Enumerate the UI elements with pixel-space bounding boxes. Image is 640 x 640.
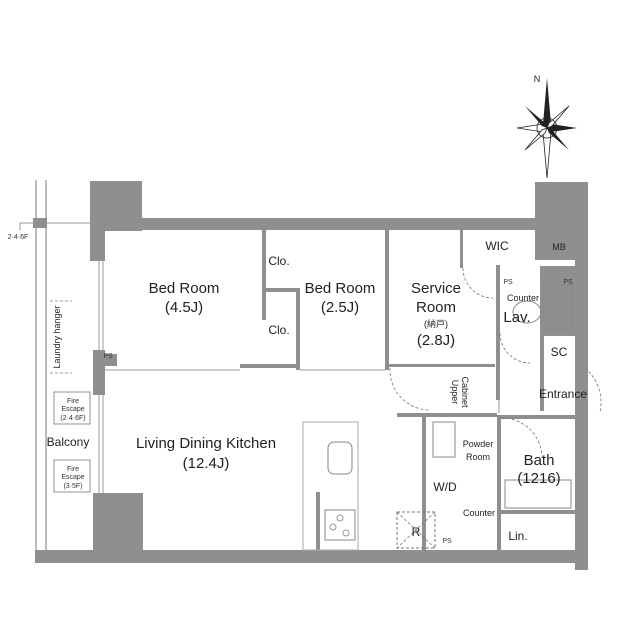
mb-label: MB	[552, 242, 566, 252]
upper-cabinet-label-1: Upper	[450, 380, 460, 405]
north-label: N	[534, 74, 541, 84]
walls	[35, 181, 588, 570]
svg-text:Escape: Escape	[61, 406, 84, 413]
fixtures	[302, 267, 602, 551]
entrance-label: Entrance	[539, 387, 587, 401]
balcony-label: Balcony	[47, 435, 90, 449]
ps-label-2: PS	[563, 279, 573, 286]
wd-label: W/D	[433, 480, 457, 494]
floor-note: 2·4·6F	[8, 234, 29, 241]
refrigerator-label: R	[412, 525, 421, 539]
svg-text:(3·5F): (3·5F)	[63, 483, 82, 490]
upper-cabinet-label-2: Cabinet	[460, 376, 470, 408]
fire-escape-upper: Fire Escape (2·4·6F)	[53, 391, 91, 425]
bed-room-1-size: (4.5J)	[165, 299, 203, 316]
service-room-label-2: Room	[416, 299, 456, 316]
service-room-note: (納戸)	[424, 318, 448, 329]
closet-2-label: Clo.	[268, 323, 289, 337]
ldk-size: (12.4J)	[183, 455, 230, 472]
bed-room-2-label: Bed Room	[305, 280, 376, 297]
svg-text:Fire: Fire	[67, 398, 79, 405]
fire-escape-lower: Fire Escape (3·5F)	[53, 459, 91, 493]
ps-label-3: PS	[103, 353, 113, 360]
powder-room-label-1: Powder	[463, 439, 494, 449]
counter-label-2: Counter	[463, 508, 495, 518]
powder-room-label-2: Room	[466, 452, 490, 462]
lav-label: Lav.	[503, 309, 530, 326]
ldk-label: Living Dining Kitchen	[136, 435, 276, 452]
svg-text:Escape: Escape	[61, 474, 84, 481]
bath-size: (1216)	[517, 470, 560, 487]
ps-label-4: PS	[442, 538, 452, 545]
closet-1-label: Clo.	[268, 254, 289, 268]
laundry-hanger-label: Laundry hanger	[52, 305, 62, 368]
service-room-size: (2.8J)	[417, 332, 455, 349]
room-labels: Bed Room (4.5J) Clo. Clo. Bed Room (2.5J…	[103, 239, 587, 545]
bed-room-2-size: (2.5J)	[321, 299, 359, 316]
ps-label-1: PS	[503, 279, 513, 286]
bed-room-1-label: Bed Room	[149, 280, 220, 297]
linen-label: Lin.	[508, 529, 527, 543]
svg-text:Fire: Fire	[67, 466, 79, 473]
service-room-label-1: Service	[411, 280, 461, 297]
balcony: 2·4·6F Laundry hanger Fire Escape (2·4·6…	[8, 180, 93, 555]
svg-text:(2·4·6F): (2·4·6F)	[60, 415, 85, 422]
wic-label: WIC	[485, 239, 509, 253]
counter-label-1: Counter	[507, 293, 539, 303]
bath-label: Bath	[524, 452, 555, 469]
compass-icon: N	[516, 74, 577, 179]
sc-label: SC	[551, 345, 568, 359]
